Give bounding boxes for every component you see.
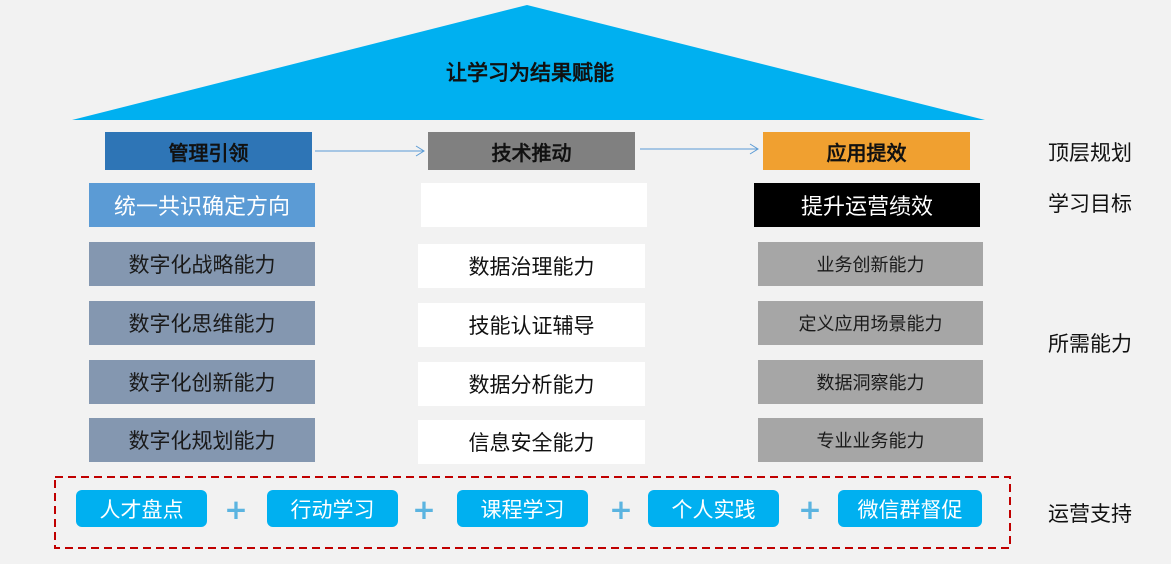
roof-title: 让学习为结果赋能 bbox=[446, 61, 614, 85]
goal-middle bbox=[421, 183, 647, 227]
ability-right: 业务创新能力 bbox=[758, 242, 983, 286]
support-item: 课程学习 bbox=[457, 490, 588, 527]
plus-icon: + bbox=[224, 492, 248, 526]
support-item: 微信群督促 bbox=[838, 490, 982, 527]
side-label-operations-support: 运营支持 bbox=[1048, 502, 1132, 526]
header-management: 管理引领 bbox=[105, 132, 312, 170]
ability-left: 数字化战略能力 bbox=[89, 242, 315, 286]
ability-right: 定义应用场景能力 bbox=[758, 301, 983, 345]
ability-middle: 技能认证辅导 bbox=[418, 303, 645, 347]
goal-left: 统一共识确定方向 bbox=[89, 183, 315, 227]
plus-icon: + bbox=[798, 492, 822, 526]
side-label-learning-goal: 学习目标 bbox=[1048, 192, 1132, 216]
support-item: 行动学习 bbox=[267, 490, 398, 527]
ability-right: 专业业务能力 bbox=[758, 418, 983, 462]
support-item: 人才盘点 bbox=[76, 490, 207, 527]
header-technology: 技术推动 bbox=[428, 132, 635, 170]
ability-left: 数字化创新能力 bbox=[89, 360, 315, 404]
arrow-2-head bbox=[749, 143, 759, 155]
support-item: 个人实践 bbox=[648, 490, 779, 527]
side-label-top-planning: 顶层规划 bbox=[1048, 141, 1132, 165]
side-label-required-abilities: 所需能力 bbox=[1048, 332, 1132, 356]
plus-icon: + bbox=[609, 492, 633, 526]
arrow-1-head bbox=[415, 145, 425, 157]
ability-left: 数字化思维能力 bbox=[89, 301, 315, 345]
ability-right: 数据洞察能力 bbox=[758, 360, 983, 404]
plus-icon: + bbox=[412, 492, 436, 526]
goal-right: 提升运营绩效 bbox=[754, 183, 980, 227]
roof-triangle bbox=[72, 5, 985, 120]
ability-middle: 数据分析能力 bbox=[418, 362, 645, 406]
support-dashed-box bbox=[54, 476, 1011, 549]
ability-middle: 信息安全能力 bbox=[418, 420, 645, 464]
ability-left: 数字化规划能力 bbox=[89, 418, 315, 462]
header-application: 应用提效 bbox=[763, 132, 970, 170]
ability-middle: 数据治理能力 bbox=[418, 244, 645, 288]
